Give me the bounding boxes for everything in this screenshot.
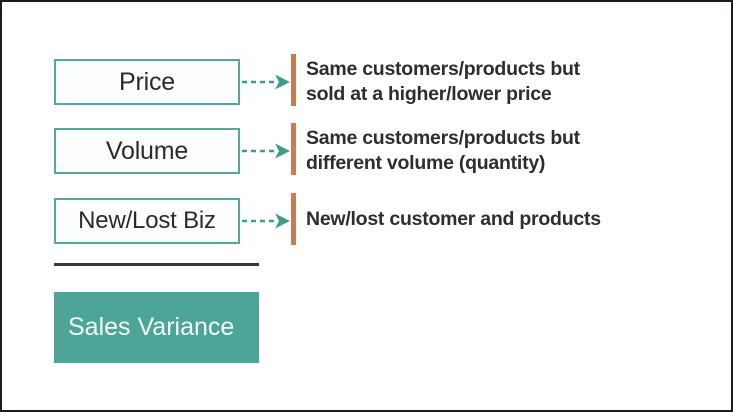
description-new-lost-biz: New/lost customer and products <box>306 207 706 232</box>
dashed-arrow-right-icon <box>242 74 290 90</box>
component-label-new-lost-biz: New/Lost Biz <box>78 207 216 234</box>
marker-bar-new-lost-biz <box>291 193 296 245</box>
description-volume-line-2: different volume (quantity) <box>306 152 546 174</box>
component-label-price: Price <box>119 67 175 96</box>
description-volume: Same customers/products but different vo… <box>306 126 706 176</box>
summation-divider <box>54 263 259 266</box>
component-box-volume[interactable]: Volume <box>54 128 240 174</box>
marker-bar-volume <box>291 123 296 175</box>
component-label-volume: Volume <box>105 136 189 165</box>
description-price-line-1: Same customers/products but <box>306 58 580 80</box>
description-price: Same customers/products but sold at a hi… <box>306 57 706 107</box>
connector-arrow-volume <box>242 142 292 160</box>
dashed-arrow-right-icon <box>242 213 290 229</box>
dashed-arrow-right-icon <box>242 143 290 159</box>
connector-arrow-new-lost-biz <box>242 212 292 230</box>
marker-bar-price <box>291 54 296 106</box>
total-label: Sales Variance <box>68 313 235 341</box>
connector-arrow-price <box>242 73 292 91</box>
description-new-lost-biz-line-1: New/lost customer and products <box>306 208 601 230</box>
component-box-price[interactable]: Price <box>54 59 240 105</box>
component-box-new-lost-biz[interactable]: New/Lost Biz <box>54 198 240 244</box>
description-volume-line-1: Same customers/products but <box>306 127 580 149</box>
total-box-sales-variance[interactable]: Sales Variance <box>54 292 259 363</box>
description-price-line-2: sold at a higher/lower price <box>306 83 552 105</box>
